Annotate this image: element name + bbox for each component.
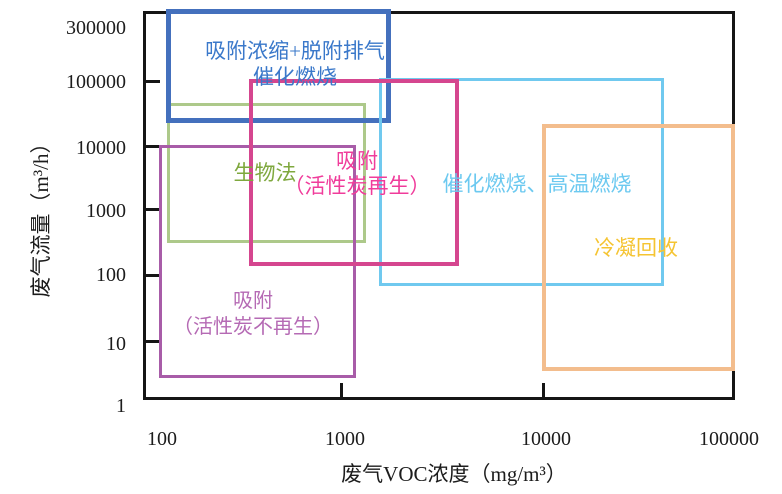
y-tick-1000 (146, 208, 160, 211)
y-tick-label: 10 (106, 333, 126, 355)
y-tick-label: 1000 (86, 200, 126, 222)
region-label-adsorption-non-regen: 吸附 （活性炭不再生） (153, 288, 353, 340)
region-box-biological (167, 103, 366, 243)
y-tick-label: 10000 (76, 137, 126, 159)
region-label-line: 催化燃烧 (253, 65, 337, 89)
region-label-line: （活性炭不再生） (173, 316, 333, 338)
region-box-adsorption-regen (249, 79, 459, 266)
y-tick-10 (146, 340, 160, 343)
x-tick-10000 (542, 383, 545, 397)
y-tick-label: 1 (116, 395, 126, 417)
y-tick-10000 (146, 145, 160, 148)
x-tick-label: 100 (147, 428, 177, 450)
region-label-condensation-recovery: 冷凝回收 (594, 236, 678, 260)
x-tick-label: 100000 (699, 428, 759, 450)
region-label-catalytic-high-temp-combustion: 催化燃烧、高温燃烧 (442, 172, 632, 196)
region-label-adsorption-regen: 吸附 （活性炭再生） (247, 149, 467, 199)
region-label-line: 吸附浓缩+脱附排气 (205, 39, 385, 63)
region-label-line: （活性炭再生） (283, 174, 431, 198)
region-box-adsorption-non-regen (159, 145, 356, 378)
region-box-adsorption-concentration-catalytic (166, 9, 391, 123)
y-tick-label: 100 (96, 264, 126, 286)
region-label-adsorption-concentration-catalytic: 吸附浓缩+脱附排气 催化燃烧 (180, 38, 410, 90)
region-label-line: 吸附 (336, 149, 378, 173)
region-box-condensation-recovery (542, 124, 735, 371)
region-label-line: 吸附 (233, 290, 273, 312)
x-tick-label: 1000 (325, 428, 365, 450)
region-box-catalytic-high-temp-combustion (379, 78, 664, 286)
y-tick-100 (146, 274, 160, 277)
y-axis-title: 废气流量（m³/h） (29, 132, 53, 298)
y-tick-100000 (146, 80, 160, 83)
x-tick-1000 (340, 383, 343, 397)
x-tick-label: 10000 (521, 428, 571, 450)
region-label-biological: 生物法 (233, 161, 297, 185)
x-axis-title: 废气VOC浓度（mg/m³） (341, 462, 567, 486)
y-tick-label: 100000 (66, 71, 126, 93)
y-tick-label: 300000 (66, 17, 126, 39)
